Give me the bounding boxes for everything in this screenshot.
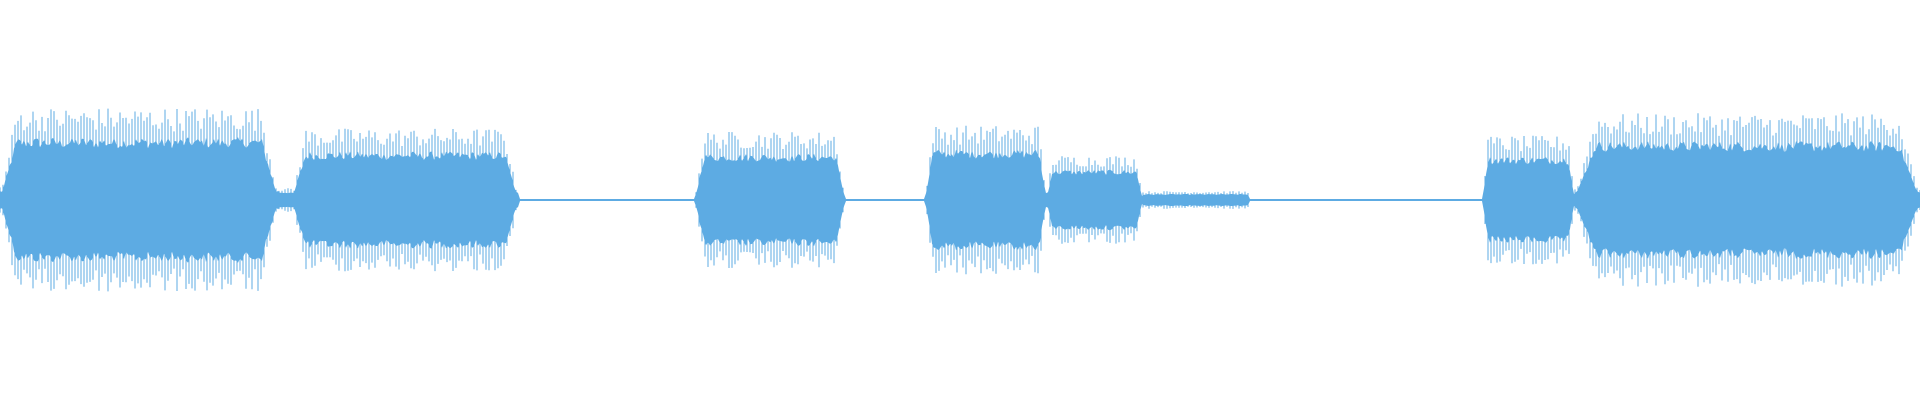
- waveform-spikes: [0, 108, 1920, 292]
